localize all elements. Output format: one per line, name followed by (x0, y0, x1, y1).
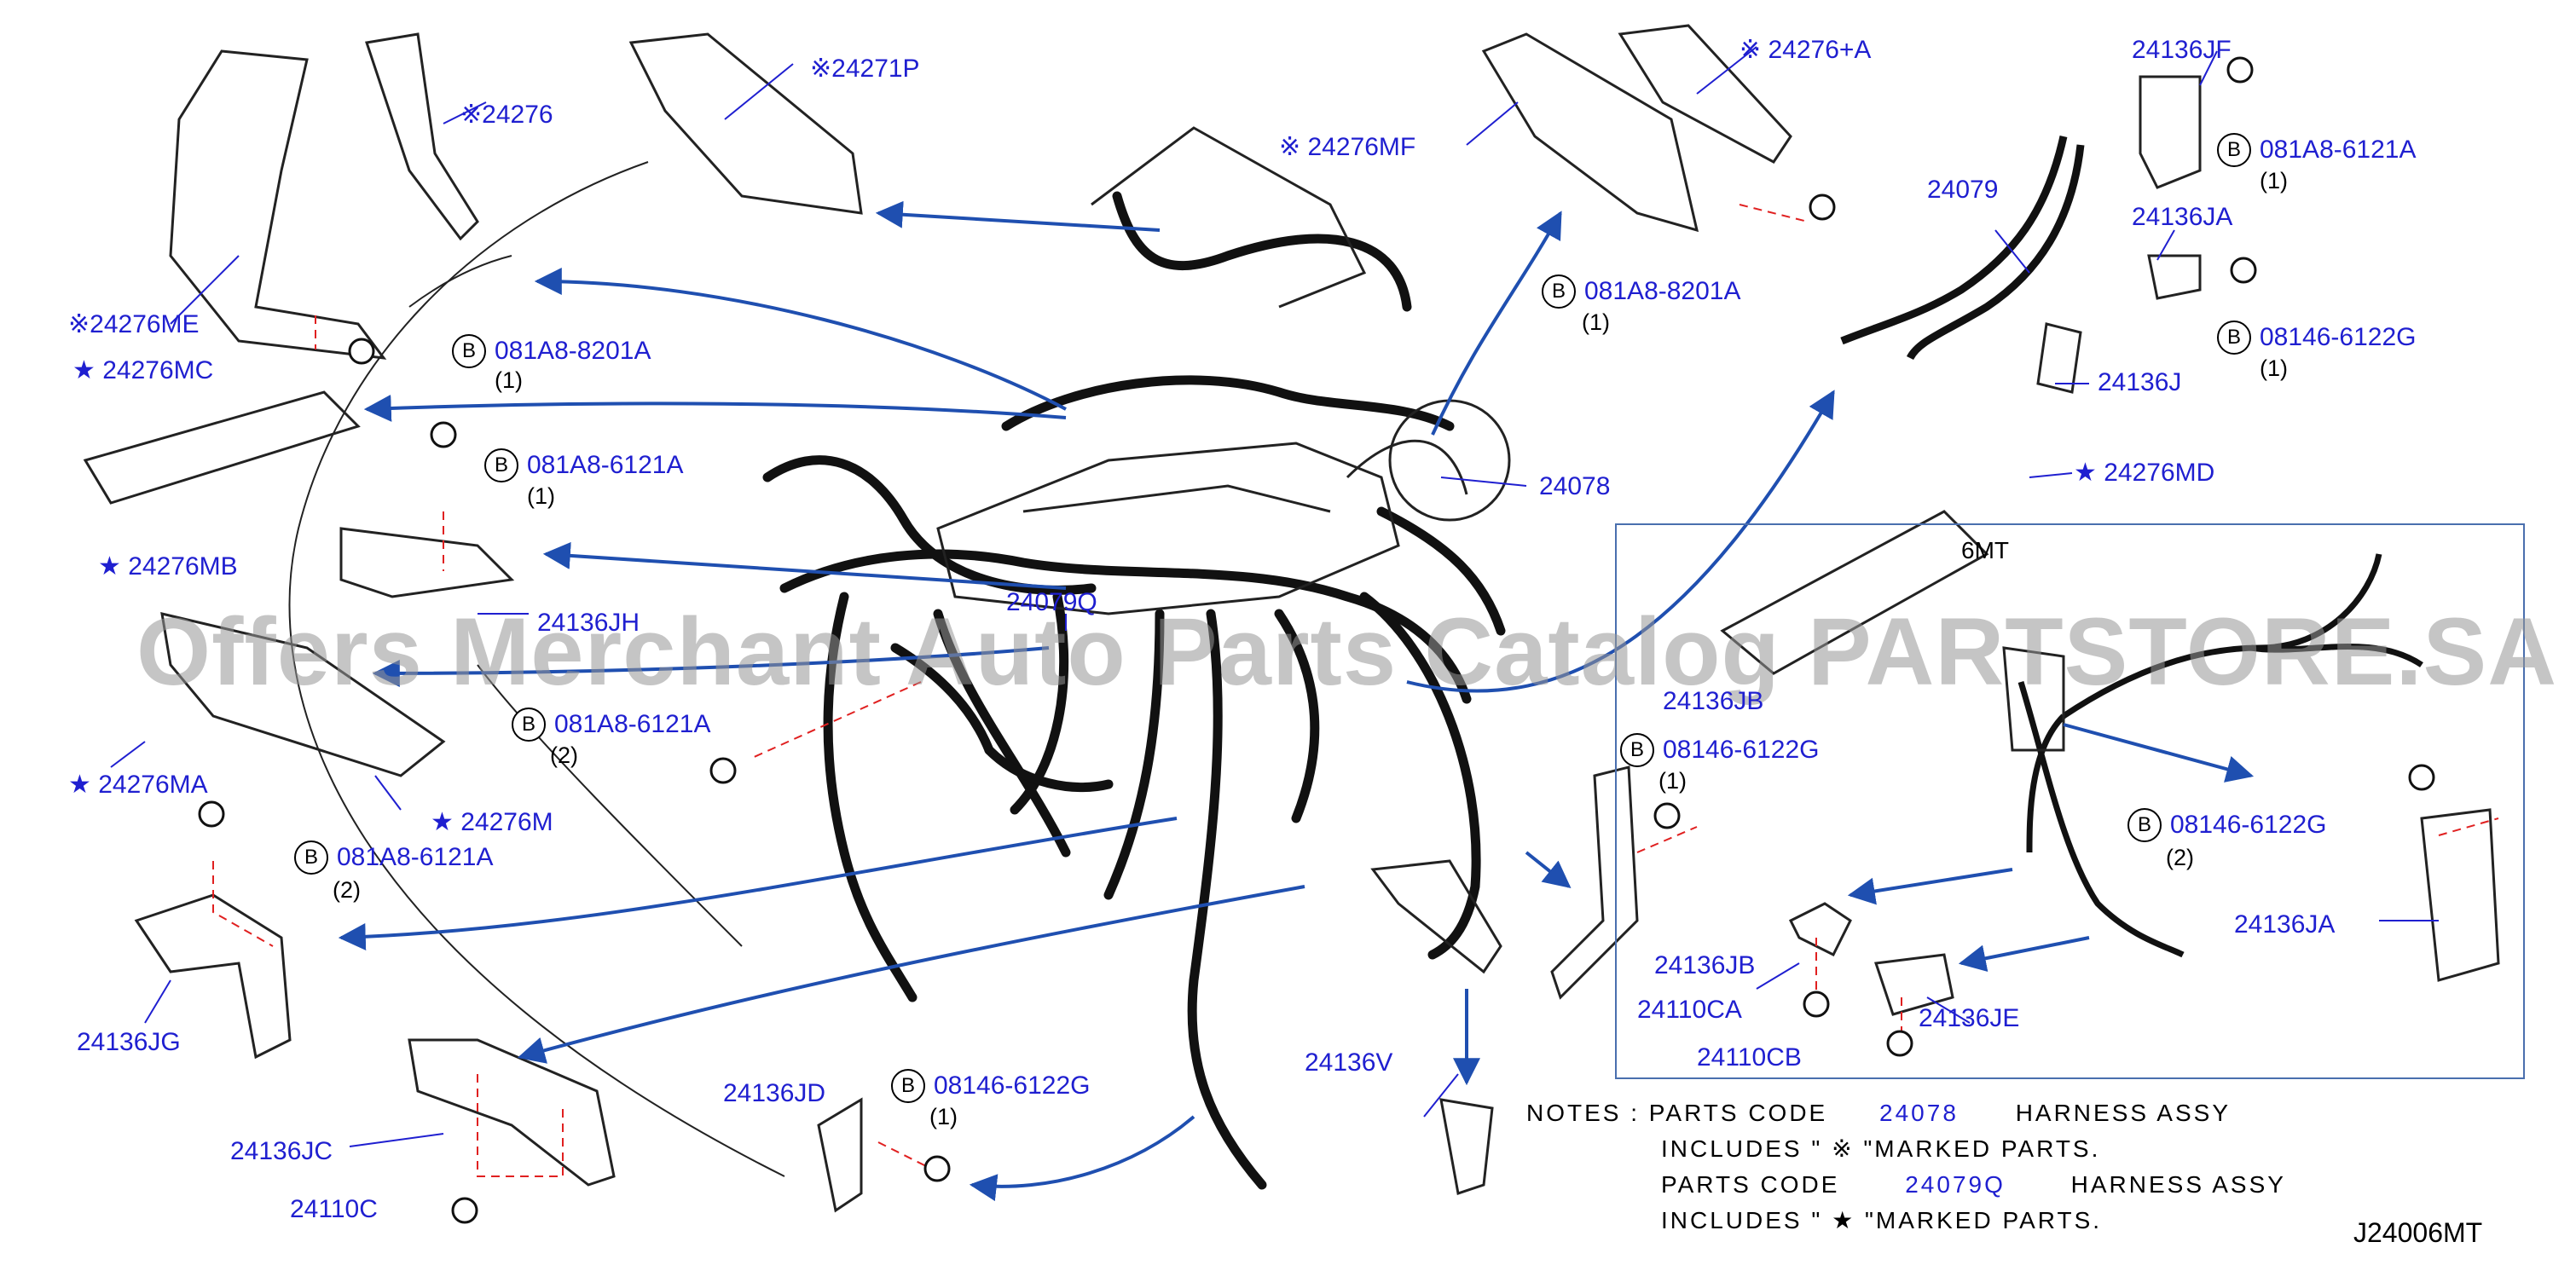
bolt-qty-10: (2) (2166, 845, 2194, 870)
label-24276MD[interactable]: ★ 24276MD (2074, 459, 2215, 487)
main-harness (762, 191, 1506, 1190)
bolt-callout-2[interactable]: B 081A8-8201A (1542, 274, 1741, 309)
bolt-qty-9: (1) (929, 1104, 958, 1129)
label-24079Q[interactable]: 24079Q (1006, 588, 1097, 616)
inset-title: 6MT (1961, 537, 2009, 563)
label-24079[interactable]: 24079 (1927, 176, 1999, 204)
label-24136JB-main[interactable]: 24136JB (1663, 687, 1764, 715)
label-24136JB-inset[interactable]: 24136JB (1654, 951, 1756, 979)
label-24276MB[interactable]: ★ 24276MB (98, 552, 238, 581)
label-24276MA[interactable]: ★ 24276MA (68, 771, 208, 799)
watermark: Offers Merchant Auto Parts Catalog PARTS… (136, 598, 2558, 705)
harness-24079 (1840, 136, 2085, 361)
notes-line-3: PARTS CODE 24079Q HARNESS ASSY (1661, 1171, 2286, 1198)
label-24078[interactable]: 24078 (1539, 472, 1611, 500)
bolt-callout-4[interactable]: B 081A8-6121A (484, 448, 684, 482)
bolt-qty-6: (2) (550, 742, 578, 768)
label-24136JF[interactable]: 24136JF (2132, 36, 2232, 64)
bolt-b-icon: B (294, 840, 328, 875)
bolt-qty-5: (1) (2260, 355, 2288, 381)
label-24110C[interactable]: 24110C (290, 1195, 378, 1223)
bolt-callout-9[interactable]: B 08146-6122G (891, 1069, 1091, 1103)
bolt-callout-6[interactable]: B 081A8-6121A (512, 708, 711, 742)
guide-arcs (288, 161, 785, 1177)
notes-line-4: INCLUDES " ★ "MARKED PARTS. (1661, 1207, 2103, 1233)
bolt-b-icon: B (1542, 274, 1576, 309)
label-24136JE[interactable]: 24136JE (1919, 1004, 2020, 1032)
bolt-callout-5[interactable]: B 08146-6122G (2217, 321, 2417, 355)
bolt-qty-4: (1) (527, 483, 555, 509)
notes-line-1: NOTES : PARTS CODE 24078 HARNESS ASSY (1526, 1100, 2231, 1126)
bolt-b-icon: B (452, 334, 486, 368)
label-24136J[interactable]: 24136J (2098, 368, 2182, 396)
bolt-b-icon: B (512, 708, 546, 742)
label-24136JH[interactable]: 24136JH (537, 609, 640, 637)
label-24136JG[interactable]: 24136JG (77, 1028, 181, 1056)
fastener-dashes (212, 204, 2499, 1177)
bolt-b-icon: B (1620, 733, 1654, 767)
label-24110CA[interactable]: 24110CA (1637, 996, 1742, 1024)
notes-line-2: INCLUDES " ※ "MARKED PARTS. (1661, 1135, 2101, 1162)
diagram-id: J24006MT (2353, 1217, 2483, 1248)
label-24136V[interactable]: 24136V (1305, 1048, 1393, 1077)
label-24276ME[interactable]: ※24276ME (68, 310, 200, 338)
flow-arrows (338, 200, 2255, 1202)
label-24276M[interactable]: ★ 24276M (431, 808, 553, 836)
label-24136JA-top[interactable]: 24136JA (2132, 203, 2233, 231)
label-24271P[interactable]: ※24271P (810, 55, 920, 83)
bolt-b-icon: B (2217, 321, 2251, 355)
bolt-callout-7[interactable]: B 08146-6122G (1620, 733, 1820, 767)
bolt-qty-7: (1) (1658, 768, 1687, 794)
bolt-callout-8[interactable]: B 081A8-6121A (294, 840, 494, 875)
label-24276A[interactable]: ※ 24276+A (1740, 36, 1872, 64)
bolt-qty-1: (1) (495, 367, 523, 393)
bolt-b-icon: B (484, 448, 518, 482)
bolt-callout-10[interactable]: B 08146-6122G (2127, 808, 2327, 842)
label-24276MF[interactable]: ※ 24276MF (1279, 133, 1416, 161)
bolt-b-icon: B (2127, 808, 2162, 842)
bolt-b-icon: B (891, 1069, 925, 1103)
bolt-callout-3[interactable]: B 081A8-6121A (2217, 133, 2417, 167)
bolt-qty-3: (1) (2260, 168, 2288, 194)
bolt-qty-8: (2) (333, 877, 361, 903)
bolt-b-icon: B (2217, 133, 2251, 167)
label-24136JD[interactable]: 24136JD (723, 1079, 826, 1107)
harness-6mt (2017, 553, 2423, 958)
label-24136JA-inset[interactable]: 24136JA (2234, 910, 2336, 939)
label-24276[interactable]: ※24276 (460, 101, 553, 129)
label-24136JC[interactable]: 24136JC (230, 1137, 333, 1165)
bolt-callout-1[interactable]: B 081A8-8201A (452, 334, 651, 368)
label-24110CB[interactable]: 24110CB (1697, 1043, 1802, 1071)
inset-frame-6mt (1615, 523, 2525, 1079)
bolt-qty-2: (1) (1582, 309, 1610, 335)
panel-structure (936, 126, 1511, 615)
brackets (83, 24, 2500, 1213)
label-24276MC[interactable]: ★ 24276MC (72, 356, 214, 384)
leader-lines (110, 46, 2439, 1147)
bolt-shapes (198, 56, 2435, 1224)
notes-block: NOTES : PARTS CODE 24078 HARNESS ASSY IN… (1526, 1095, 2286, 1239)
